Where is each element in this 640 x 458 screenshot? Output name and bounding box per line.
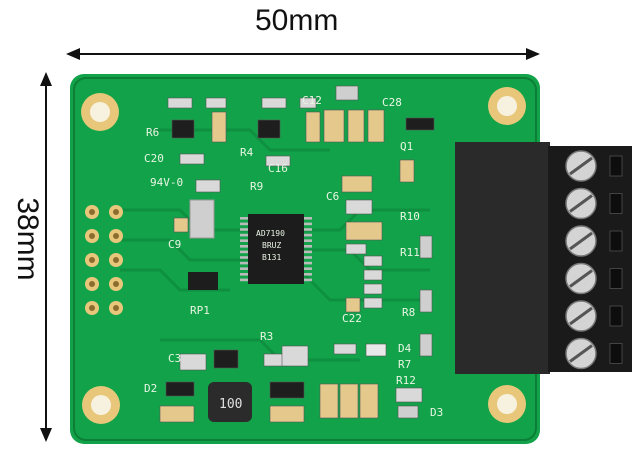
silkscreen-label: D4 (398, 342, 412, 355)
silkscreen-label: C20 (144, 152, 164, 165)
silkscreen-label: RP1 (190, 304, 210, 317)
silkscreen-label: R10 (400, 210, 420, 223)
silkscreen-label: R8 (402, 306, 415, 319)
header-pin-pads (85, 205, 123, 315)
silkscreen-label: D3 (430, 406, 443, 419)
smd-components (159, 85, 435, 423)
silkscreen-label: R12 (396, 374, 416, 387)
mounting-holes (81, 87, 526, 424)
screw-terminal-block (455, 142, 632, 374)
silkscreen-label: C22 (342, 312, 362, 325)
silkscreen-label: C28 (382, 96, 402, 109)
silkscreen-label: C12 (302, 94, 322, 107)
silkscreen-label: C16 (268, 162, 288, 175)
silkscreen-label: R3 (260, 330, 273, 343)
chip-marking-line-1: AD7190 (256, 229, 285, 238)
width-dimension-label: 50mm (255, 4, 339, 37)
silkscreen-label: 94V-0 (150, 176, 183, 189)
inductor: 100 (208, 382, 252, 422)
height-dimension-label: 38mm (11, 197, 44, 281)
silkscreen-label: C6 (326, 190, 339, 203)
chip-marking-line-3: B131 (262, 253, 281, 262)
chip-marking-line-2: BRUZ (262, 241, 281, 250)
silkscreen-label: C9 (168, 238, 181, 251)
silkscreen-label: R11 (400, 246, 420, 259)
height-dimension-arrow (40, 72, 52, 442)
silkscreen-label: R7 (398, 358, 411, 371)
silkscreen-label: R4 (240, 146, 254, 159)
silkscreen-label: R6 (146, 126, 159, 139)
width-dimension-arrow (66, 48, 540, 60)
pcb-traces (120, 128, 430, 362)
adc-chip: AD7190 BRUZ B131 (240, 214, 312, 284)
inductor-marking: 100 (219, 397, 242, 412)
silkscreen-label: R9 (250, 180, 263, 193)
silkscreen-label: D2 (144, 382, 157, 395)
silkscreen-label: C3 (168, 352, 181, 365)
silkscreen-label: Q1 (400, 140, 413, 153)
